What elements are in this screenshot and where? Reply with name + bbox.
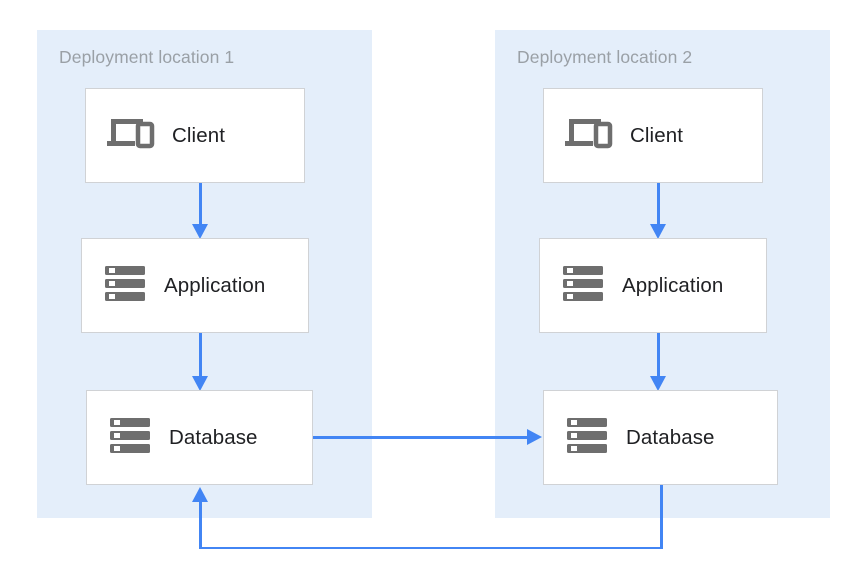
node-database-1[interactable]: Database — [86, 390, 313, 485]
connector-client-1-to-application-1-arrowhead — [192, 224, 208, 239]
node-client-2[interactable]: Client — [543, 88, 763, 183]
connector-database-2-to-database-1-up-segment — [199, 500, 202, 547]
connector-client-2-to-application-2-arrowhead — [650, 224, 666, 239]
connector-application-1-to-database-1-line — [199, 333, 202, 382]
connector-database-2-to-database-1-down-segment — [660, 485, 663, 549]
node-database-2[interactable]: Database — [543, 390, 778, 485]
connector-database-1-to-database-2-line — [313, 436, 528, 439]
connector-database-2-to-database-1-arrowhead — [192, 487, 208, 502]
server-icon — [565, 413, 609, 462]
connector-client-1-to-application-1-line — [199, 183, 202, 230]
node-application-2-label: Application — [622, 273, 724, 297]
server-icon — [561, 261, 605, 310]
connector-database-1-to-database-2-arrowhead — [527, 429, 542, 445]
server-icon — [103, 261, 147, 310]
zone-2-label: Deployment location 2 — [517, 47, 693, 67]
node-application-1[interactable]: Application — [81, 238, 309, 333]
devices-icon — [105, 113, 155, 158]
node-application-1-label: Application — [164, 273, 266, 297]
connector-client-2-to-application-2-line — [657, 183, 660, 230]
node-client-1-label: Client — [172, 123, 226, 147]
node-database-1-label: Database — [169, 425, 258, 449]
connector-application-1-to-database-1-arrowhead — [192, 376, 208, 391]
connector-database-2-to-database-1-bottom-segment — [199, 546, 662, 549]
devices-icon — [563, 113, 613, 158]
node-client-1[interactable]: Client — [85, 88, 305, 183]
server-icon — [108, 413, 152, 462]
zone-1-label: Deployment location 1 — [59, 47, 235, 67]
node-application-2[interactable]: Application — [539, 238, 767, 333]
connector-application-2-to-database-2-arrowhead — [650, 376, 666, 391]
connector-application-2-to-database-2-line — [657, 333, 660, 382]
node-client-2-label: Client — [630, 123, 684, 147]
node-database-2-label: Database — [626, 425, 715, 449]
